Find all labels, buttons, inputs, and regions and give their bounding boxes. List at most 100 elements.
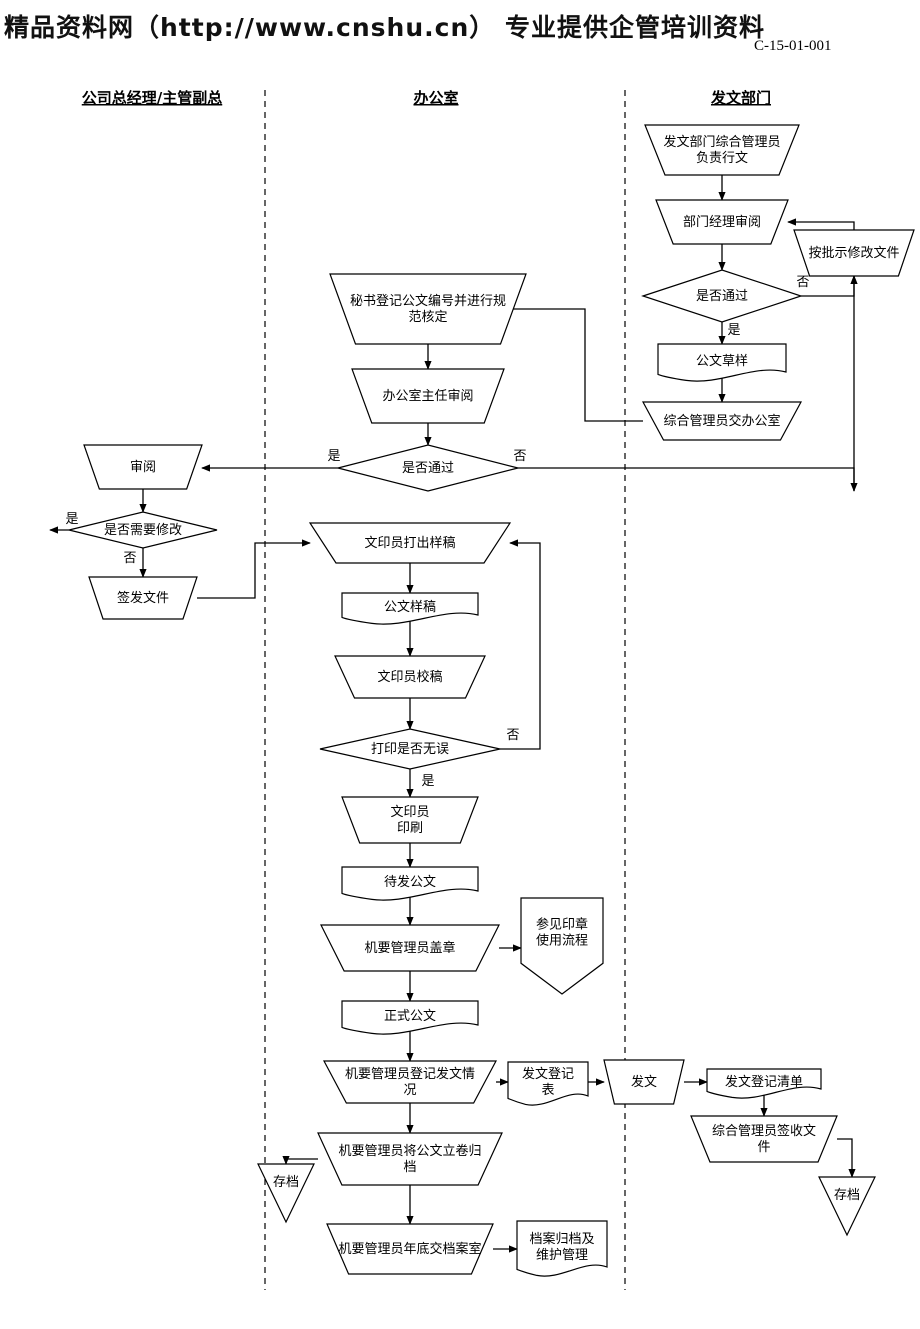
flow-node: 是否通过: [641, 269, 803, 323]
node-label: 档案归档及: [529, 1232, 594, 1247]
flow-node: 存档: [257, 1163, 315, 1224]
node-label: 发文登记: [522, 1066, 574, 1082]
node-label: 审阅: [130, 460, 156, 475]
node-label: 使用流程: [536, 933, 588, 949]
flow-edge: [837, 1138, 856, 1178]
decision-diamond: [319, 728, 501, 770]
node-label: 参见印章: [536, 917, 588, 933]
node-label: 秘书登记公文编号并进行规: [350, 294, 506, 309]
node-label: 机要管理员登记发文情: [345, 1066, 475, 1082]
node-label: 是否通过: [402, 461, 454, 476]
flow-node: 机要管理员年底交档案室: [326, 1223, 494, 1275]
offpage-reference: [520, 897, 604, 995]
node-label: 文印员校稿: [377, 669, 442, 685]
document-shape: [341, 1000, 479, 1035]
process-trapezoid: [644, 124, 800, 176]
edge-label: 是: [421, 774, 434, 789]
node-label: 范核定: [408, 310, 447, 325]
document-shape: [341, 866, 479, 901]
node-label: 公文草样: [696, 354, 748, 369]
document-shape: [341, 592, 479, 625]
edge-label: 否: [796, 275, 809, 290]
flow-node: 是否通过: [337, 444, 519, 492]
site-banner: 精品资料网（http://www.cnshu.cn） 专业提供企管培训资料: [4, 13, 765, 42]
node-label: 是否需要修改: [104, 523, 182, 538]
archive-triangle: [257, 1163, 315, 1224]
node-label: 机要管理员盖章: [364, 940, 455, 956]
node-label: 文印员: [390, 805, 429, 820]
process-trapezoid: [641, 401, 803, 441]
process-trapezoid: [320, 924, 500, 972]
process-trapezoid: [655, 199, 789, 245]
flow-node: 存档: [818, 1176, 876, 1237]
process-trapezoid: [334, 655, 486, 699]
flow-node: 综合管理员交办公室: [641, 401, 803, 441]
decision-diamond: [68, 511, 218, 549]
flow-node: 发文登记清单: [706, 1068, 822, 1099]
flow-node: 公文样稿: [341, 592, 479, 625]
flow-node: 文印员校稿: [334, 655, 486, 699]
flow-node: 打印是否无误: [319, 728, 501, 770]
node-label: 按批示修改文件: [808, 246, 899, 261]
node-label: 发文部门综合管理员: [663, 134, 780, 150]
flow-edge-labels: 否是是否是否否是: [65, 275, 809, 789]
edge-label: 是: [327, 449, 340, 464]
edge-label: 是: [65, 512, 78, 527]
node-label: 部门经理审阅: [683, 215, 761, 230]
archive-triangle: [818, 1176, 876, 1237]
flow-node: 待发公文: [341, 866, 479, 901]
document-shape: [706, 1068, 822, 1099]
flow-edge: [282, 1155, 318, 1165]
flow-node: 发文: [603, 1059, 685, 1105]
process-trapezoid: [690, 1115, 838, 1163]
flow-node: 部门经理审阅: [655, 199, 789, 245]
process-trapezoid: [83, 444, 203, 490]
node-label: 公文样稿: [384, 599, 436, 615]
node-label: 文印员打出样稿: [364, 535, 455, 551]
flow-node: 公文草样: [657, 343, 787, 382]
node-label: 件: [757, 1140, 770, 1155]
lane-title-issuing-dept: 发文部门: [710, 89, 771, 107]
flow-node: 正式公文: [341, 1000, 479, 1035]
process-trapezoid: [323, 1060, 497, 1104]
flow-node: 是否需要修改: [68, 511, 218, 549]
flow-node: 文印员打出样稿: [308, 522, 512, 564]
node-label: 负责行文: [696, 151, 748, 166]
node-label: 维护管理: [536, 1248, 588, 1263]
document-number: C-15-01-001: [754, 38, 832, 54]
process-trapezoid: [341, 796, 479, 844]
node-label: 办公室主任审阅: [382, 388, 473, 404]
node-label: 综合管理员签收文: [712, 1123, 816, 1139]
flow-nodes: 发文部门综合管理员负责行文部门经理审阅是否通过按批示修改文件公文草样综合管理员交…: [68, 124, 915, 1277]
lane-title-office: 办公室: [413, 89, 458, 107]
node-label: 待发公文: [384, 874, 436, 890]
lane-title-management: 公司总经理/主管副总: [82, 89, 222, 107]
node-label: 表: [541, 1083, 554, 1098]
flow-edge: [518, 467, 858, 492]
document-shape: [507, 1061, 589, 1106]
node-label: 况: [403, 1083, 416, 1098]
node-label: 印刷: [397, 821, 423, 836]
node-label: 综合管理员交办公室: [663, 413, 780, 429]
process-trapezoid: [603, 1059, 685, 1105]
node-label: 机要管理员年底交档案室: [338, 1241, 481, 1257]
decision-diamond: [337, 444, 519, 492]
process-trapezoid: [793, 229, 915, 277]
process-trapezoid: [351, 368, 505, 424]
node-label: 机要管理员将公文立卷归: [338, 1143, 481, 1159]
process-trapezoid: [329, 273, 527, 345]
flow-node: 按批示修改文件: [793, 229, 915, 277]
edge-label: 否: [506, 728, 519, 743]
document-shape: [657, 343, 787, 382]
process-trapezoid: [88, 576, 198, 620]
